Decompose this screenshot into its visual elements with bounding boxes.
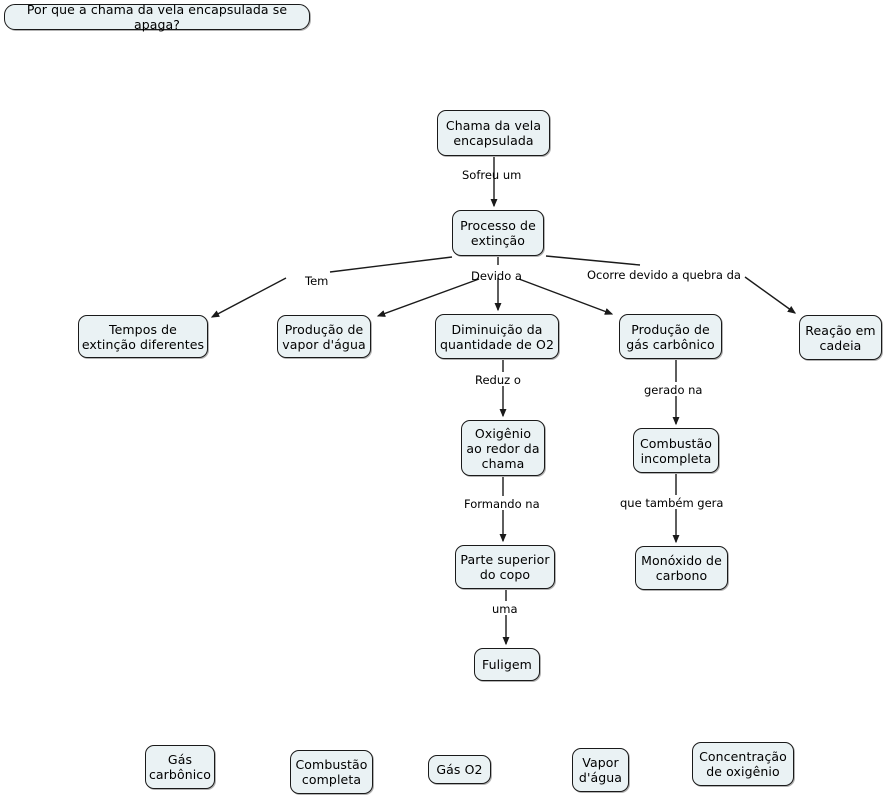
edge-label-e10: que também gera [620,496,724,510]
question-box[interactable]: Por que a chama da vela encapsulada se a… [4,2,310,32]
edge-label-e11: uma [492,602,518,616]
edge-devido-a-left [376,278,480,317]
edge-tem-arrow [210,277,287,318]
edge-label-e9: Formando na [464,497,540,511]
node-label: Gás O2 [436,762,483,777]
edge-ocorre-quebra-a [545,255,641,266]
edge-tem [329,256,453,273]
node-fuligem[interactable]: Fuligem [474,648,540,681]
question-text: Por que a chama da vela encapsulada se a… [26,2,288,32]
edge-label-e1: Sofreu um [462,168,522,182]
edge-label-e6: Ocorre devido a quebra da [587,268,741,282]
edge-label-e2: Tem [305,274,329,288]
edge-ocorre-quebra-b [744,276,797,314]
edge-label-e7: Reduz o [475,373,521,387]
node-gas_o2[interactable]: Gás O2 [428,755,491,784]
edge-devido-a-right [518,278,614,315]
edge-label-e3: Devido a [471,269,522,283]
node-label: Fuligem [482,657,532,672]
edge-label-e8: gerado na [644,383,703,397]
